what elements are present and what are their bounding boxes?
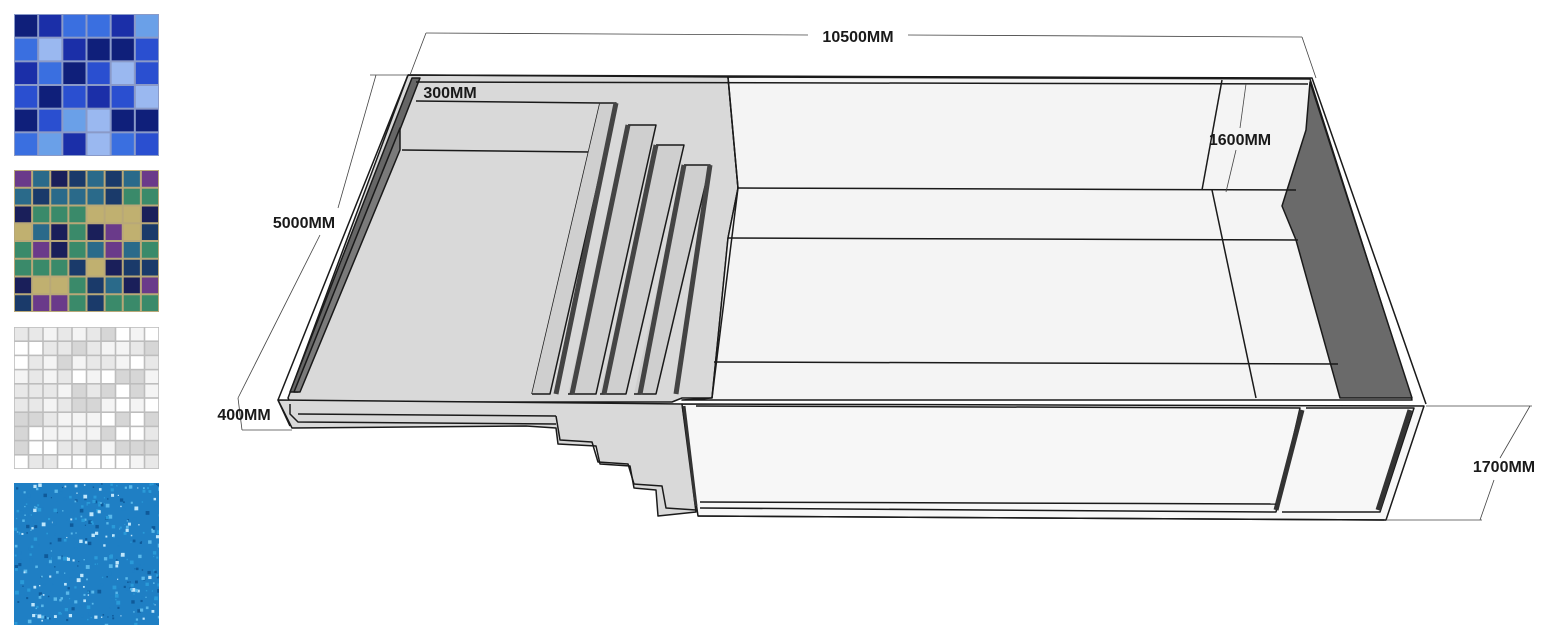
floor-line-7 bbox=[711, 187, 739, 399]
swatch-white-pearl-mosaic bbox=[14, 327, 159, 469]
dim-line-depth-outer-top bbox=[1499, 405, 1531, 459]
pool-rim-top bbox=[407, 74, 1427, 405]
stair-shadow-1 bbox=[553, 102, 619, 395]
dim-depth-outer-label: 1700MM bbox=[1473, 459, 1535, 476]
dim-line-ledge bbox=[237, 397, 243, 431]
dim-line-length-right bbox=[907, 34, 1303, 38]
mosaic-tile-image bbox=[14, 170, 159, 312]
floor-line-1 bbox=[737, 187, 1297, 191]
dim-depth-inner-label: 1600MM bbox=[1209, 132, 1271, 149]
mosaic-tile-image bbox=[14, 14, 159, 156]
stair-shadow-5 bbox=[673, 164, 713, 395]
bench-edge-line bbox=[401, 149, 591, 153]
dim-line-width-bottom bbox=[237, 234, 321, 399]
floor-line-6 bbox=[727, 76, 739, 189]
dim-line-depth-inner-top bbox=[1239, 83, 1247, 129]
swatch-blue-iridescent-mosaic bbox=[14, 14, 159, 156]
dim-bench-label: 300MM bbox=[423, 85, 476, 102]
dim-line-depth-outer-bottom bbox=[1479, 479, 1495, 521]
left-wall-shadow bbox=[293, 127, 401, 393]
ledge-line bbox=[297, 413, 557, 417]
dim-tick-length-right bbox=[1301, 36, 1317, 79]
front-wall-dark-2 bbox=[1375, 409, 1413, 511]
front-wall-dark-1 bbox=[1273, 409, 1305, 511]
stair-shadow-3 bbox=[601, 144, 659, 395]
dim-width-label: 5000MM bbox=[273, 215, 335, 232]
front-wall-right-panel bbox=[1282, 407, 1415, 513]
front-wall-base bbox=[697, 515, 1387, 521]
floor-line-5 bbox=[1211, 189, 1257, 399]
stair-3 bbox=[600, 144, 685, 395]
pool-rim-inner-top bbox=[415, 81, 1309, 85]
bench-top-line bbox=[415, 100, 601, 104]
dim-tick-length-left bbox=[409, 32, 427, 76]
dim-ledge-label: 400MM bbox=[217, 407, 270, 424]
dim-length-label: 10500MM bbox=[822, 29, 893, 46]
ledge-inner-line bbox=[289, 404, 557, 425]
ledge-step bbox=[555, 415, 697, 511]
mosaic-tile-image bbox=[14, 327, 159, 469]
dim-line-depth-inner-bottom bbox=[1225, 149, 1237, 193]
front-wall-dark-3 bbox=[682, 405, 698, 507]
front-ledge bbox=[277, 399, 697, 517]
stair-shadow-2 bbox=[569, 124, 631, 395]
floor-line-3 bbox=[713, 361, 1339, 365]
swatch-blue-glitter-mosaic bbox=[14, 483, 159, 625]
stair-1 bbox=[532, 102, 617, 395]
floor-line-2 bbox=[727, 237, 1299, 241]
front-wall-bottom bbox=[699, 501, 1277, 505]
mosaic-tile-image bbox=[14, 483, 159, 625]
stair-2 bbox=[568, 124, 657, 395]
stair-shadow-4 bbox=[637, 164, 687, 395]
swatch-dark-rainbow-mosaic bbox=[14, 170, 159, 312]
dim-line-width-top bbox=[337, 74, 377, 209]
dim-line-length-left bbox=[425, 32, 809, 36]
floor-line-4 bbox=[1201, 79, 1223, 191]
